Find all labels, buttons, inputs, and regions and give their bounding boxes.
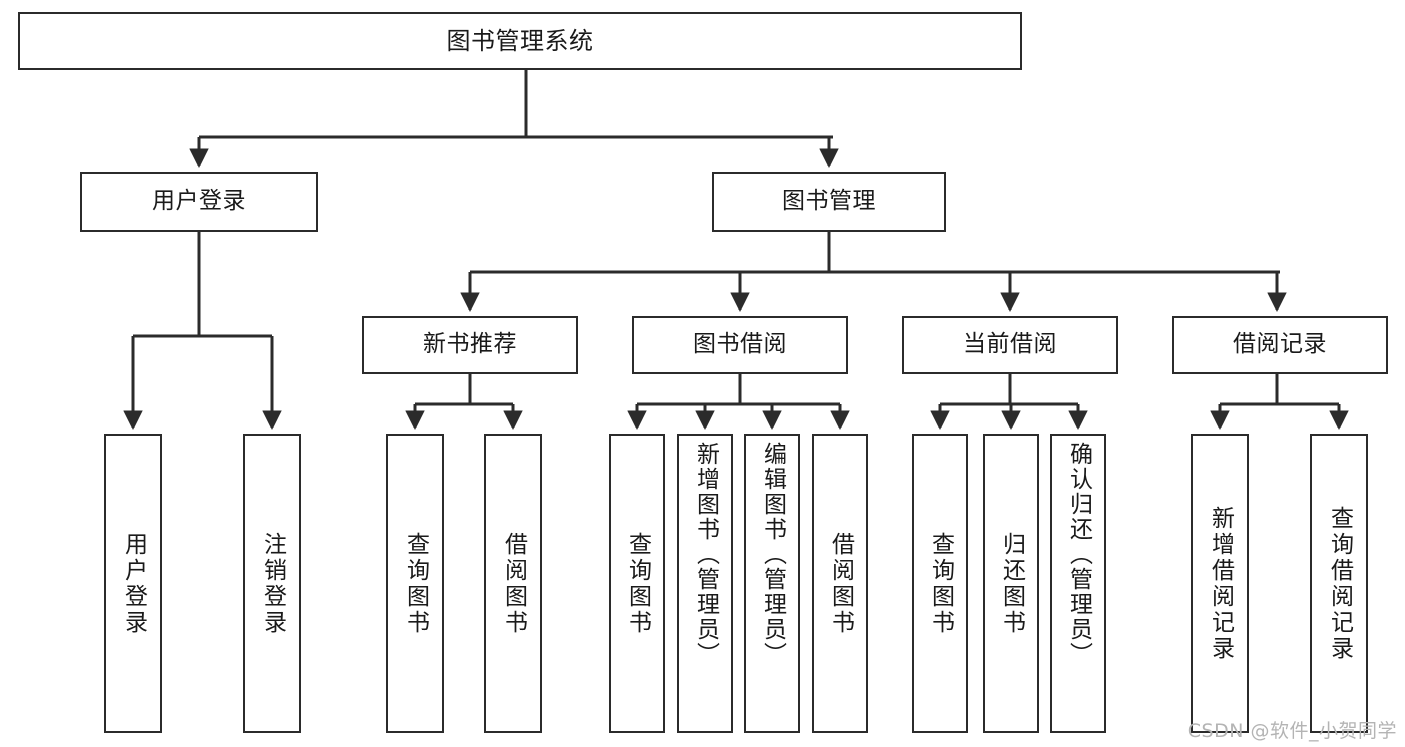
node-label: 查询图书	[402, 531, 429, 636]
node-label: 用户登录	[120, 531, 147, 636]
node-book-borrow[interactable]: 图书借阅	[632, 316, 848, 374]
node-leaf-borrow-book-2[interactable]: 借阅图书	[812, 434, 868, 733]
node-label: 借阅记录	[1233, 331, 1327, 358]
node-leaf-return-book[interactable]: 归还图书	[983, 434, 1039, 733]
node-label: 新增图书（管理员）	[692, 442, 719, 667]
node-leaf-user-login[interactable]: 用户登录	[104, 434, 162, 733]
node-label: 查询图书	[624, 531, 651, 636]
node-label: 图书借阅	[693, 331, 787, 358]
node-label: 图书管理系统	[446, 26, 594, 55]
node-leaf-query-book-3[interactable]: 查询图书	[912, 434, 968, 733]
node-user-login[interactable]: 用户登录	[80, 172, 318, 232]
node-leaf-query-book-1[interactable]: 查询图书	[386, 434, 444, 733]
node-leaf-query-record[interactable]: 查询借阅记录	[1310, 434, 1368, 733]
node-label: 确认归还（管理员）	[1065, 442, 1092, 667]
node-label: 当前借阅	[963, 331, 1057, 358]
node-label: 图书管理	[782, 188, 876, 215]
node-current-borrow[interactable]: 当前借阅	[902, 316, 1118, 374]
node-leaf-edit-book[interactable]: 编辑图书（管理员）	[744, 434, 800, 733]
node-leaf-query-book-2[interactable]: 查询图书	[609, 434, 665, 733]
node-label: 新书推荐	[423, 331, 517, 358]
node-book-manage[interactable]: 图书管理	[712, 172, 946, 232]
node-leaf-add-book[interactable]: 新增图书（管理员）	[677, 434, 733, 733]
node-borrow-record[interactable]: 借阅记录	[1172, 316, 1388, 374]
node-label: 编辑图书（管理员）	[759, 442, 786, 667]
node-label: 新增借阅记录	[1207, 505, 1234, 662]
node-leaf-borrow-book-1[interactable]: 借阅图书	[484, 434, 542, 733]
node-label: 查询图书	[927, 531, 954, 636]
node-label: 用户登录	[152, 188, 246, 215]
node-label: 借阅图书	[827, 531, 854, 636]
node-label: 查询借阅记录	[1326, 505, 1353, 662]
node-label: 归还图书	[998, 531, 1025, 636]
node-new-book-rec[interactable]: 新书推荐	[362, 316, 578, 374]
node-leaf-add-record[interactable]: 新增借阅记录	[1191, 434, 1249, 733]
node-leaf-confirm-return[interactable]: 确认归还（管理员）	[1050, 434, 1106, 733]
node-leaf-logout[interactable]: 注销登录	[243, 434, 301, 733]
node-label: 注销登录	[259, 531, 286, 636]
node-root-system[interactable]: 图书管理系统	[18, 12, 1022, 70]
csdn-watermark: CSDN @软件_小贺同学	[1187, 720, 1397, 742]
node-label: 借阅图书	[500, 531, 527, 636]
